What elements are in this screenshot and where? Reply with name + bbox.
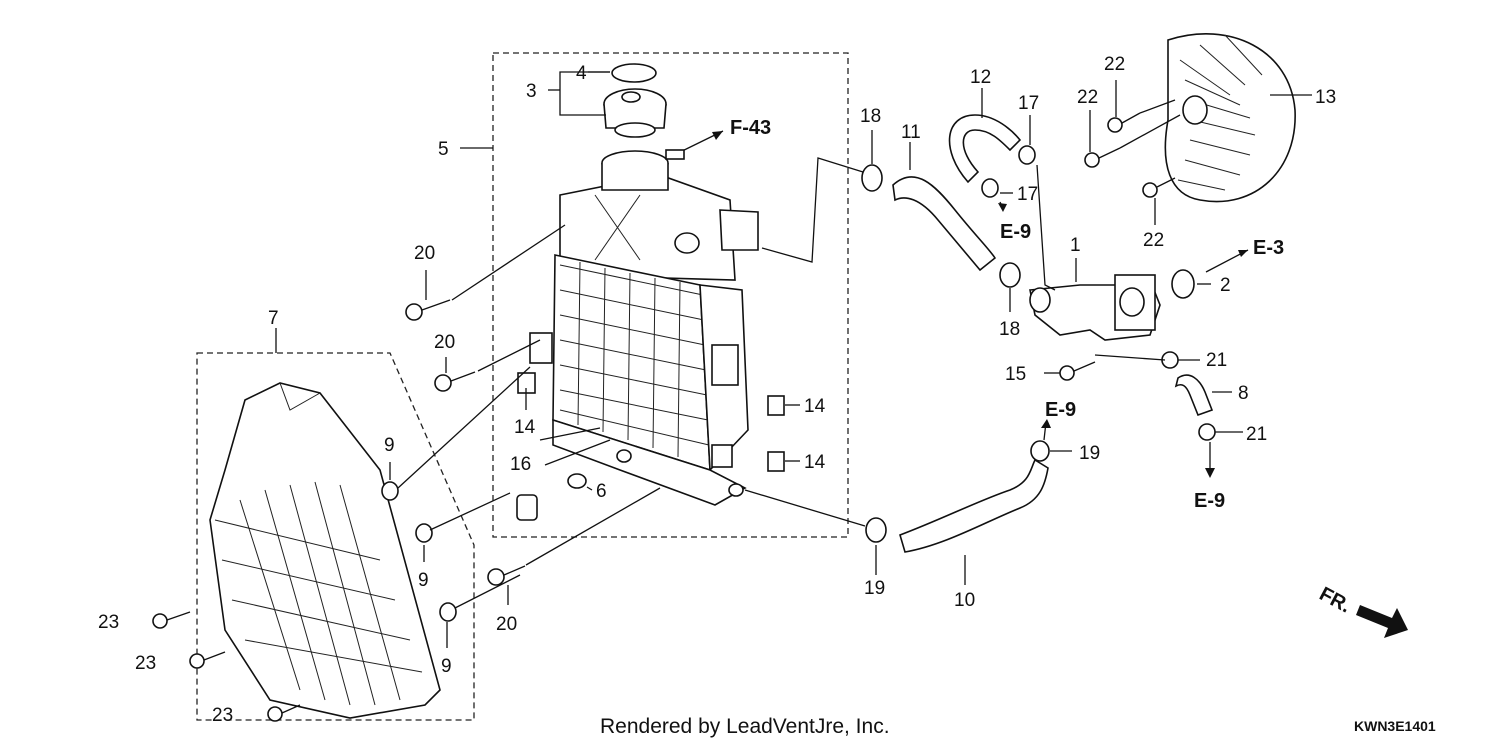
callout-17-a: 17	[1018, 93, 1039, 114]
bolt-23-b	[189, 651, 226, 669]
callout-4: 4	[576, 63, 587, 84]
callout-21-b: 21	[1246, 424, 1267, 445]
bolt-23-c	[267, 704, 301, 722]
callout-9-c: 9	[441, 656, 452, 677]
front-direction-arrow	[1356, 605, 1408, 638]
callout-23-a: 23	[98, 612, 119, 633]
callout-23-b: 23	[135, 653, 156, 674]
callout-13: 13	[1315, 87, 1336, 108]
radiator-illustration	[529, 150, 759, 506]
shroud-illustration	[209, 382, 441, 719]
front-direction-label: FR.	[1316, 583, 1355, 618]
rendered-by-credit: Rendered by LeadVentJre, Inc.	[600, 715, 890, 738]
callout-5: 5	[438, 139, 449, 160]
bolt-22-c	[1142, 177, 1176, 198]
callout-20-a: 20	[414, 243, 435, 264]
callout-8: 8	[1238, 383, 1249, 404]
callout-17-b: 17	[1017, 184, 1038, 205]
callout-16: 16	[510, 454, 531, 475]
drain-bolt-16	[516, 494, 538, 521]
ref-e9-c: E-9	[1194, 490, 1225, 512]
hose-12	[948, 114, 1022, 184]
hose-11	[892, 176, 997, 272]
thermostat-housing	[1029, 274, 1161, 341]
hose-10	[899, 458, 1049, 553]
callout-14-a: 14	[514, 417, 536, 438]
callout-19-b: 19	[864, 578, 885, 599]
ref-f43: F-43	[730, 117, 771, 139]
callout-12: 12	[970, 67, 991, 88]
callout-20-c: 20	[496, 614, 517, 635]
callout-3: 3	[526, 81, 537, 102]
bolt-22-b	[1084, 147, 1121, 168]
ref-e9-b: E-9	[1045, 399, 1076, 421]
callout-23-c: 23	[212, 705, 233, 726]
callout-22-c: 22	[1143, 230, 1164, 251]
reference-labels: F-43 E-9 E-9 E-9 E-3 FR.	[730, 117, 1354, 618]
callout-1: 1	[1070, 235, 1081, 256]
callout-15: 15	[1005, 364, 1026, 385]
callout-19-a: 19	[1079, 443, 1100, 464]
bolt-23-a	[152, 611, 191, 629]
grommet-9-a	[381, 481, 399, 501]
callout-10: 10	[954, 590, 975, 611]
grommet-9-b	[415, 523, 433, 543]
callout-2: 2	[1220, 275, 1231, 296]
clip-14-b	[767, 395, 785, 416]
hose-8	[1174, 374, 1214, 417]
clip-14-c	[767, 451, 785, 472]
bolt-22-a	[1107, 112, 1141, 133]
leader-lines	[389, 71, 1312, 648]
callout-9-b: 9	[418, 570, 429, 591]
callout-21-a: 21	[1206, 350, 1227, 371]
washer-6	[567, 473, 587, 489]
callout-18-a: 18	[860, 106, 881, 127]
bolt-20-b	[434, 371, 476, 392]
callout-labels: 1 2 3 4 5 6 7 8 9 9 9 10 11 12 13 14 14 …	[98, 54, 1336, 726]
callout-14-c: 14	[804, 452, 826, 473]
callout-14-b: 14	[804, 396, 826, 417]
callout-7: 7	[268, 308, 279, 329]
callout-20-b: 20	[434, 332, 455, 353]
callout-9-a: 9	[384, 435, 395, 456]
radiator-cap	[603, 88, 667, 138]
ref-e9-a: E-9	[1000, 221, 1031, 243]
o-ring	[1171, 269, 1195, 299]
callout-22-b: 22	[1077, 87, 1098, 108]
grommet-9-c	[439, 602, 457, 622]
radiator-assembly-group-outline	[492, 52, 849, 538]
diagram-code: KWN3E1401	[1354, 718, 1436, 734]
callout-6: 6	[596, 481, 607, 502]
cap-seal	[611, 63, 657, 83]
ref-e3: E-3	[1253, 237, 1284, 259]
bolt-15	[1059, 361, 1096, 381]
bolt-20-c	[487, 565, 526, 586]
cooling-fan	[1164, 33, 1296, 203]
callout-18-b: 18	[999, 319, 1020, 340]
bolt-20-a	[405, 299, 451, 321]
callout-22-a: 22	[1104, 54, 1125, 75]
callout-11: 11	[901, 122, 921, 143]
